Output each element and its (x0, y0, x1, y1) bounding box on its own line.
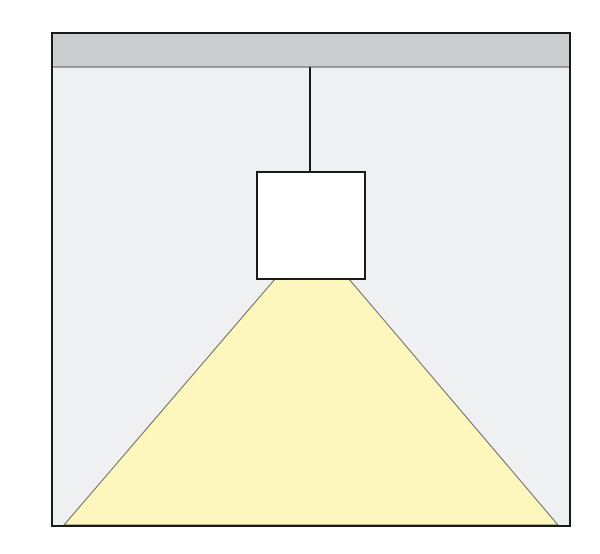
room-outline (51, 32, 571, 527)
ceiling (52, 33, 570, 67)
pendant-luminaire (256, 171, 366, 280)
